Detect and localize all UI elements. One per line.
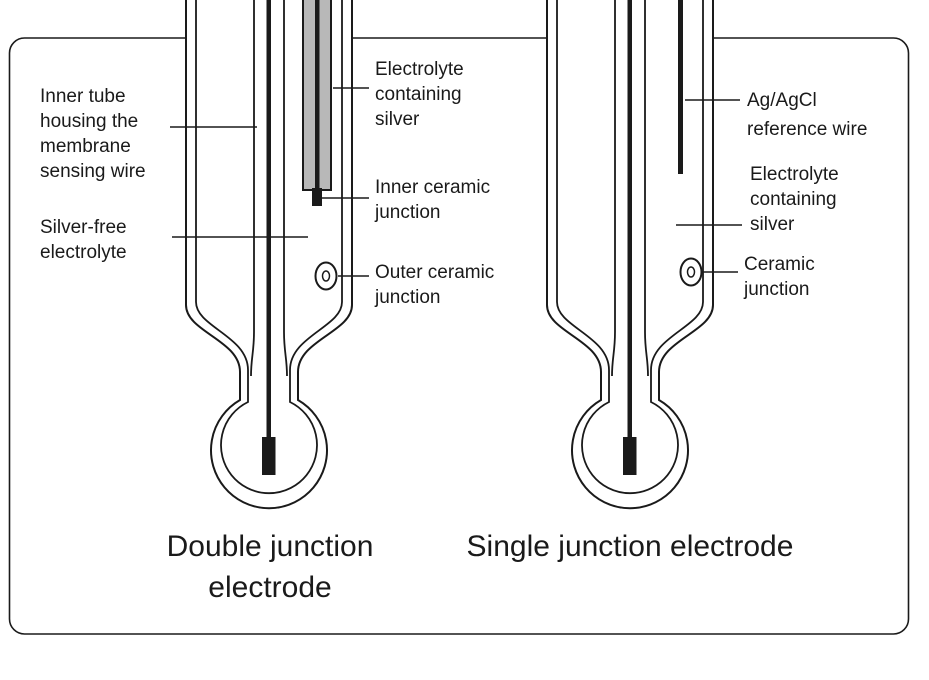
inner-tube-wall-left xyxy=(250,0,255,377)
label-ceramic-junction: Ceramic junction xyxy=(744,254,815,301)
silver-reference-wire xyxy=(315,0,320,192)
inner-tube-wall-right xyxy=(644,0,649,377)
caption-single-junction-electrode: Single junction electrode xyxy=(466,530,794,563)
label-electrolyte-containing-silver-left: Electrolyte containing silver xyxy=(375,59,464,131)
caption-double-junction-electrode: Double junction electrode xyxy=(166,530,374,604)
inner-ceramic-junction-icon xyxy=(312,188,322,206)
ag-agcl-reference-wire xyxy=(678,0,683,174)
membrane-sensing-wire xyxy=(266,0,271,437)
label-inner-ceramic-junction: Inner ceramic junction xyxy=(375,177,491,224)
ceramic-junction-hole xyxy=(686,266,696,278)
sensing-wire-tip xyxy=(623,437,637,475)
inner-tube-wall-right xyxy=(283,0,288,377)
single-junction-electrode-figure xyxy=(546,0,742,510)
diagram-border xyxy=(8,37,910,635)
double-junction-electrode-figure xyxy=(170,0,369,510)
outer-ceramic-junction-hole xyxy=(321,270,331,282)
label-silver-free-electrolyte: Silver-free electrolyte xyxy=(40,217,127,264)
label-inner-tube: Inner tube housing the membrane sensing … xyxy=(40,86,146,183)
membrane-sensing-wire xyxy=(627,0,632,437)
sensing-wire-tip xyxy=(262,437,276,475)
label-electrolyte-containing-silver-right: Electrolyte containing silver xyxy=(750,164,839,236)
inner-tube-wall-left xyxy=(611,0,616,377)
label-outer-ceramic-junction: Outer ceramic junction xyxy=(375,262,495,309)
label-reference-wire: Ag/AgCl reference wire xyxy=(747,90,868,141)
